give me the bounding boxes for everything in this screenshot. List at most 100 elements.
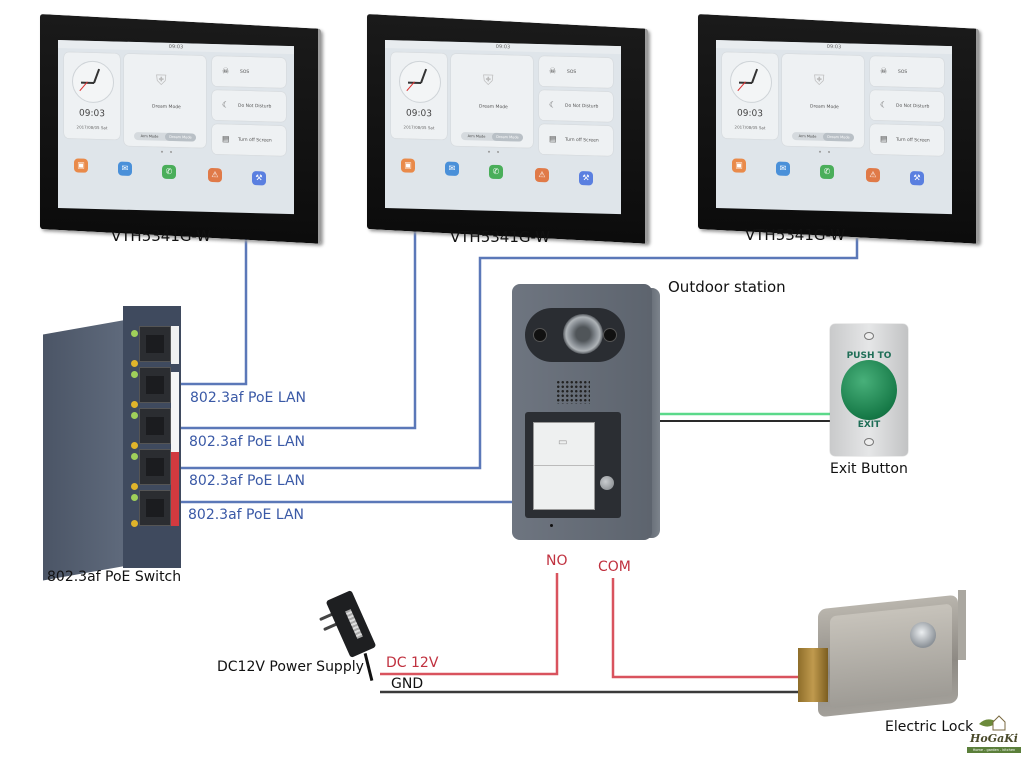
call-button[interactable]	[600, 476, 614, 490]
dream-mode-option[interactable]: Dream Mode	[823, 132, 854, 142]
outdoor-station: ▭	[512, 284, 660, 542]
led-icon	[131, 401, 138, 408]
alarm-icon[interactable]: ⚠	[535, 167, 549, 183]
current-mode-label: Dream Mode	[152, 104, 181, 111]
sos-tile[interactable]: ☠ SOS	[870, 56, 944, 88]
microphone-icon	[550, 524, 553, 527]
clock-time: 09:03	[79, 108, 105, 120]
sos-tile[interactable]: ☠ SOS	[212, 56, 286, 88]
screen-off-label: Turn off Screen	[238, 137, 272, 144]
no-terminal-label: NO	[546, 553, 568, 569]
screen-off-tile[interactable]: ▤ Turn off Screen	[870, 124, 944, 156]
camera-lens-icon	[563, 314, 603, 354]
lock-latch	[798, 648, 828, 702]
clock-time: 09:03	[737, 108, 763, 120]
video-camera-icon[interactable]: ▣	[401, 158, 415, 173]
clock-tile: 09:03 2017/08/05 Sat	[391, 52, 447, 140]
clock-icon	[72, 60, 114, 104]
sos-label: SOS	[240, 69, 250, 76]
led-icon	[131, 483, 138, 490]
sos-label: SOS	[567, 69, 577, 76]
dnd-tile[interactable]: ☾ Do Not Disturb	[539, 90, 613, 122]
uplink-strip	[171, 326, 179, 364]
sos-icon: ☠	[549, 66, 557, 76]
message-icon[interactable]: ✉	[445, 161, 459, 176]
poe-port-2	[139, 449, 171, 485]
settings-wrench-icon[interactable]: ⚒	[579, 171, 593, 186]
ir-led-icon	[533, 328, 547, 342]
mode-switch[interactable]: Arm Mode Dream Mode	[461, 131, 523, 142]
switch-label: 802.3af PoE Switch	[47, 569, 182, 585]
clock-tile: 09:03 2017/08/05 Sat	[64, 52, 120, 140]
poe-strip-white	[171, 372, 179, 452]
speaker-grille-icon	[556, 380, 590, 404]
lan-label-1: 802.3af PoE LAN	[190, 390, 307, 406]
mode-switch[interactable]: Arm Mode Dream Mode	[134, 131, 196, 142]
lan-wire-monitor-2	[150, 225, 417, 430]
page-dot	[488, 150, 490, 153]
screen-off-label: Turn off Screen	[565, 137, 599, 144]
dc12v-wire	[380, 573, 559, 676]
message-icon[interactable]: ✉	[776, 161, 790, 176]
sos-tile[interactable]: ☠ SOS	[539, 56, 613, 88]
arm-mode-option[interactable]: Arm Mode	[467, 134, 486, 139]
arm-mode-option[interactable]: Arm Mode	[798, 134, 817, 139]
led-icon	[131, 520, 138, 527]
com-terminal-label: COM	[598, 559, 631, 575]
shield-icon: ⛨	[814, 72, 825, 89]
clock-icon	[399, 60, 441, 104]
screw-icon	[864, 332, 874, 340]
lan-label-2: 802.3af PoE LAN	[189, 434, 306, 450]
poe-port-4	[139, 367, 171, 403]
lock-knob[interactable]	[910, 622, 936, 648]
dnd-tile[interactable]: ☾ Do Not Disturb	[870, 90, 944, 122]
clock-time: 09:03	[406, 108, 432, 120]
phone-call-icon[interactable]: ✆	[489, 164, 503, 180]
shield-icon: ⛨	[483, 72, 494, 89]
exit-button-label: Exit Button	[830, 461, 908, 477]
lock-side-plate	[958, 590, 966, 660]
monitor-1-label: VTH5341G-W	[111, 227, 212, 245]
power-adapter	[315, 585, 385, 695]
camera-module	[525, 308, 625, 362]
screen-off-label: Turn off Screen	[896, 137, 930, 144]
card-divider	[534, 465, 594, 466]
lan-wire-monitor-3	[150, 238, 859, 470]
dnd-label: Do Not Disturb	[896, 103, 930, 110]
settings-wrench-icon[interactable]: ⚒	[252, 171, 266, 186]
lock-face	[830, 603, 952, 709]
ir-led-icon	[603, 328, 617, 342]
led-icon	[131, 412, 138, 419]
alarm-icon[interactable]: ⚠	[208, 167, 222, 183]
mode-switch[interactable]: Arm Mode Dream Mode	[792, 131, 854, 142]
message-icon[interactable]: ✉	[118, 161, 132, 176]
page-dot	[497, 150, 499, 153]
screen-off-tile[interactable]: ▤ Turn off Screen	[539, 124, 613, 156]
video-camera-icon[interactable]: ▣	[74, 158, 88, 173]
mode-tile[interactable]: ⛨ Dream Mode Arm Mode Dream Mode	[782, 53, 864, 148]
phone-call-icon[interactable]: ✆	[162, 164, 176, 180]
dnd-tile[interactable]: ☾ Do Not Disturb	[212, 90, 286, 122]
exit-dome-button[interactable]	[841, 360, 897, 420]
arm-mode-option[interactable]: Arm Mode	[140, 134, 159, 139]
phone-call-icon[interactable]: ✆	[820, 164, 834, 180]
page-dot	[170, 150, 172, 153]
leaf-house-icon	[979, 715, 1006, 731]
call-panel: ▭	[525, 412, 621, 518]
settings-wrench-icon[interactable]: ⚒	[910, 171, 924, 186]
clock-date: 2017/08/05 Sat	[403, 124, 435, 131]
screen-off-tile[interactable]: ▤ Turn off Screen	[212, 124, 286, 156]
current-mode-label: Dream Mode	[479, 104, 508, 111]
dream-mode-option[interactable]: Dream Mode	[165, 132, 196, 142]
moon-icon: ☾	[222, 100, 230, 110]
alarm-icon[interactable]: ⚠	[866, 167, 880, 183]
clock-date: 2017/08/05 Sat	[76, 124, 108, 131]
dream-mode-option[interactable]: Dream Mode	[492, 132, 523, 142]
clock-date: 2017/08/05 Sat	[734, 124, 766, 131]
video-camera-icon[interactable]: ▣	[732, 158, 746, 173]
led-icon	[131, 330, 138, 337]
mode-tile[interactable]: ⛨ Dream Mode Arm Mode Dream Mode	[451, 53, 533, 148]
clock-tile: 09:03 2017/08/05 Sat	[722, 52, 778, 140]
